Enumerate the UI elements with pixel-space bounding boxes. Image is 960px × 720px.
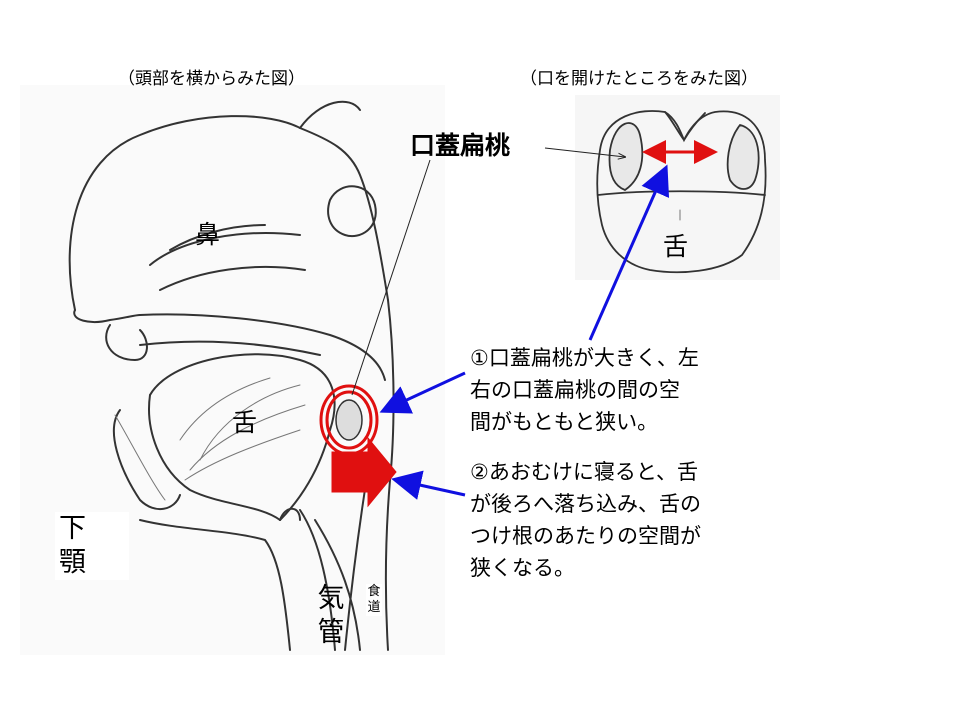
tongue-side-label: 舌 bbox=[232, 408, 258, 437]
leader-to-mouth-tonsil bbox=[544, 147, 625, 157]
note-1-line-3: 間がもともと狭い。 bbox=[470, 410, 659, 434]
note-2-line-1: ②あおむけに寝ると、舌 bbox=[470, 460, 698, 484]
tongue-mouth-label: 舌 bbox=[663, 227, 689, 263]
note-1: ①口蓋扁桃が大きく、左 右の口蓋扁桃の間の空 間がもともと狭い。 bbox=[470, 342, 699, 438]
leader-to-side-tonsil bbox=[351, 159, 431, 396]
note-1-line-1: ①口蓋扁桃が大きく、左 bbox=[470, 346, 699, 370]
esophagus-label: 食道 bbox=[366, 584, 382, 616]
blue-arrow-to-tongue-root bbox=[391, 470, 466, 500]
note-2: ②あおむけに寝ると、舌 が後ろへ落ち込み、舌の つけ根のあたりの空間が 狭くなる… bbox=[470, 456, 701, 584]
tonsil-highlight-inner bbox=[325, 390, 373, 450]
tonsil-label: 口蓋扁桃 bbox=[410, 131, 511, 160]
blue-arrow-to-mouth-tonsil bbox=[588, 164, 670, 341]
jaw-label: 下顎 bbox=[55, 512, 129, 580]
side-view-caption: （頭部を横からみた図） bbox=[118, 69, 305, 89]
trachea-label: 気管 bbox=[317, 583, 345, 648]
nose-label: 鼻 bbox=[195, 220, 221, 249]
mouth-view-caption: （口を開けたところをみた図） bbox=[520, 69, 758, 89]
red-block-arrow bbox=[331, 436, 397, 508]
note-2-line-2: が後ろへ落ち込み、舌の bbox=[470, 492, 701, 516]
blue-arrow-to-side-tonsil bbox=[379, 371, 466, 414]
note-1-line-2: 右の口蓋扁桃の間の空 bbox=[470, 378, 680, 402]
jaw-label-text: 下顎 bbox=[59, 513, 86, 578]
note-2-line-3: つけ根のあたりの空間が bbox=[470, 524, 701, 548]
note-2-line-4: 狭くなる。 bbox=[470, 556, 575, 580]
